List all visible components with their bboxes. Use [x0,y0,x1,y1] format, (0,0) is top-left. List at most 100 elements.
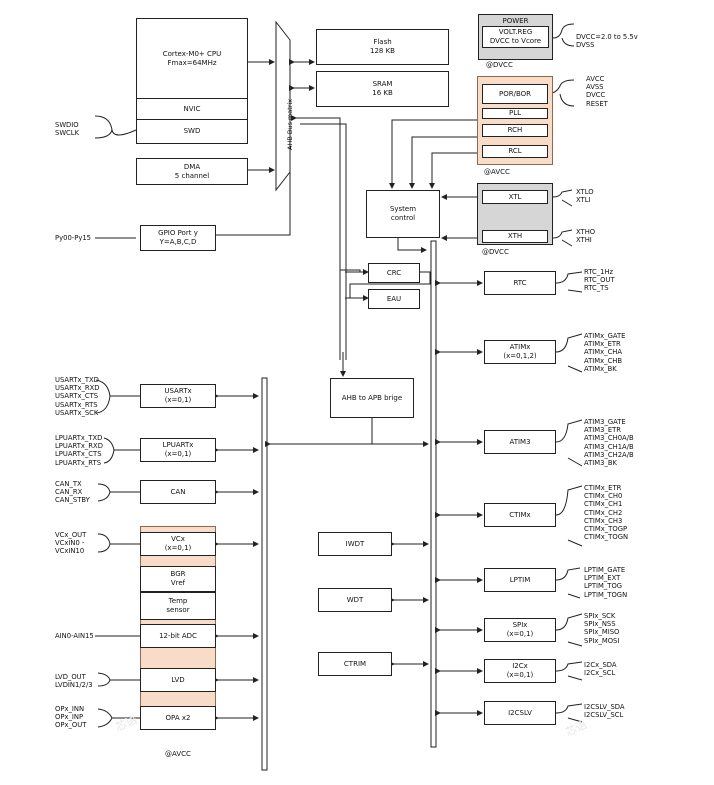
lpuart-block: LPUARTx (x=0,1) [140,438,216,462]
xtl-label: XTL [508,192,522,201]
wdt-label: WDT [346,595,364,604]
i2cx-pins: I2Cx_SDA I2Cx_SCL [584,661,617,678]
i2cslv-block: I2CSLV [484,701,556,725]
vc-block: VCx (x=0,1) [140,532,216,556]
ctrim-label: CTRIM [343,659,367,668]
can-block: CAN [140,480,216,504]
i2cx-block: I2Cx (x=0,1) [484,659,556,683]
xtl-pins: XTLO XTLI [576,188,594,205]
lptim-block: LPTIM [484,568,556,592]
i2cx-instances: (x=0,1) [506,671,534,679]
atimx-pins: ATIMx_GATE ATIMx_ETR ATIMx_CHA ATIMx_CHB… [584,332,626,373]
crc-block: CRC [368,263,420,283]
atimx-instances: (x=0,1,2) [503,352,537,360]
xtl-block: XTL [482,190,548,204]
vref-label: Vref [170,579,186,587]
swd-block: SWD [136,119,248,144]
bridge-label: AHB to APB brige [341,393,403,402]
spix-label: SPIx [512,621,528,629]
gpio-pins: Py00-Py15 [55,234,91,242]
atim3-block: ATIM3 [484,430,556,454]
eau-label: EAU [386,294,402,303]
atimx-block: ATIMx (x=0,1,2) [484,340,556,364]
lptim-pins: LPTIM_GATE LPTIM_EXT LPTIM_TOG LPTIM_TOG… [584,566,628,599]
spix-pins: SPIx_SCK SPIx_NSS SPIx_MISO SPIx_MOSI [584,612,620,645]
adc-label: 12-bit ADC [159,631,197,640]
por-bor-label: POR/BOR [498,89,531,98]
vc-instances: (x=0,1) [164,544,192,552]
nvic-label: NVIC [183,104,201,113]
volt-reg-desc: DVCC to Vcore [489,37,542,45]
xth-pins: XTHO XTHI [576,228,596,245]
system-control-block: System control [366,190,440,238]
temp-label: Temp [168,597,188,605]
can-pins: CAN_TX CAN_RX CAN_STBY [55,480,90,505]
eau-block: EAU [368,289,420,309]
gpio-ports: Y=A,B,C,D [159,238,197,246]
atim3-label: ATIM3 [509,437,531,446]
apb-bus-right [430,240,437,748]
apb-bus-left [261,377,268,771]
pll-block: PLL [482,108,548,119]
sram-size: 16 KB [372,89,393,97]
opa-block: OPA x2 [140,706,216,730]
rtc-block: RTC [484,271,556,295]
pll-label: PLL [508,109,522,117]
lpuart-pins: LPUARTx_TXD LPUARTx_RXD LPUARTx_CTS LPUA… [55,434,103,467]
power-domain: @DVCC [486,61,513,69]
usart-pins: USARTx_TXD USARTx_RXD USARTx_CTS USARTx_… [55,376,100,417]
analog-domain: @AVCC [165,750,191,758]
opa-pins: OPx_INN OPx_INP OPx_OUT [55,705,87,730]
opa-label: OPA x2 [165,713,191,722]
sram-label: SRAM [372,80,393,88]
dma-channels: 5 channel [174,171,210,180]
lptim-label: LPTIM [509,575,531,584]
volt-reg-label: VOLT.REG [498,28,533,36]
ctrim-block: CTRIM [318,652,392,676]
sram-block: SRAM 16 KB [316,71,449,107]
spix-instances: (x=0,1) [506,630,534,638]
swd-label: SWD [183,127,201,135]
rcl-label: RCL [508,147,522,155]
ahb-bus-matrix-label: AHB Bus matrix [286,98,294,150]
power-title: POWER [502,17,529,25]
i2cslv-label: I2CSLV [508,708,532,717]
rcl-block: RCL [482,145,548,158]
cpu-block: Cortex-M0+ CPU Fmax=64MHz [136,18,248,99]
avcc-domain: @AVCC [484,168,510,176]
spix-block: SPIx (x=0,1) [484,618,556,642]
avcc-pins: AVCC AVSS DVCC RESET [586,75,608,108]
vc-label: VCx [171,535,185,543]
lpuart-label: LPUARTx [162,441,194,449]
vc-pins: VCx_OUT VCxIN0 - VCxIN10 [55,531,87,556]
bgr-label: BGR [170,570,186,578]
iwdt-block: IWDT [318,532,392,556]
cpu-freq: Fmax=64MHz [167,58,217,67]
lpuart-instances: (x=0,1) [164,450,192,458]
usart-label: USARTx [164,387,192,395]
crc-label: CRC [386,268,402,277]
flash-size: 128 KB [370,47,395,55]
rch-block: RCH [482,124,548,137]
power-pins: DVCC=2.0 to 5.5v DVSS [576,33,638,50]
system-control-label: System [389,205,417,213]
wdt-block: WDT [318,588,392,612]
temp-sensor-block: Temp sensor [140,592,216,620]
cpu-label: Cortex-M0+ CPU [162,49,222,58]
sensor-label: sensor [166,606,190,614]
rtc-label: RTC [513,278,527,287]
por-bor-block: POR/BOR [482,84,548,104]
dma-label: DMA [183,162,201,171]
gpio-label: GPIO Port y [158,229,198,237]
swd-pins: SWDIO SWCLK [55,121,80,138]
i2cslv-pins: I2CSLV_SDA I2CSLV_SCL [584,703,625,720]
usart-instances: (x=0,1) [164,396,192,404]
xth-block: XTH [482,230,548,243]
lvd-label: LVD [171,675,185,684]
ahb-apb-bridge-block: AHB to APB brige [330,378,414,418]
rch-label: RCH [507,126,523,134]
adc-block: 12-bit ADC [140,624,216,648]
ctimx-label: CTIMx [509,510,531,519]
nvic-block: NVIC [136,98,248,120]
